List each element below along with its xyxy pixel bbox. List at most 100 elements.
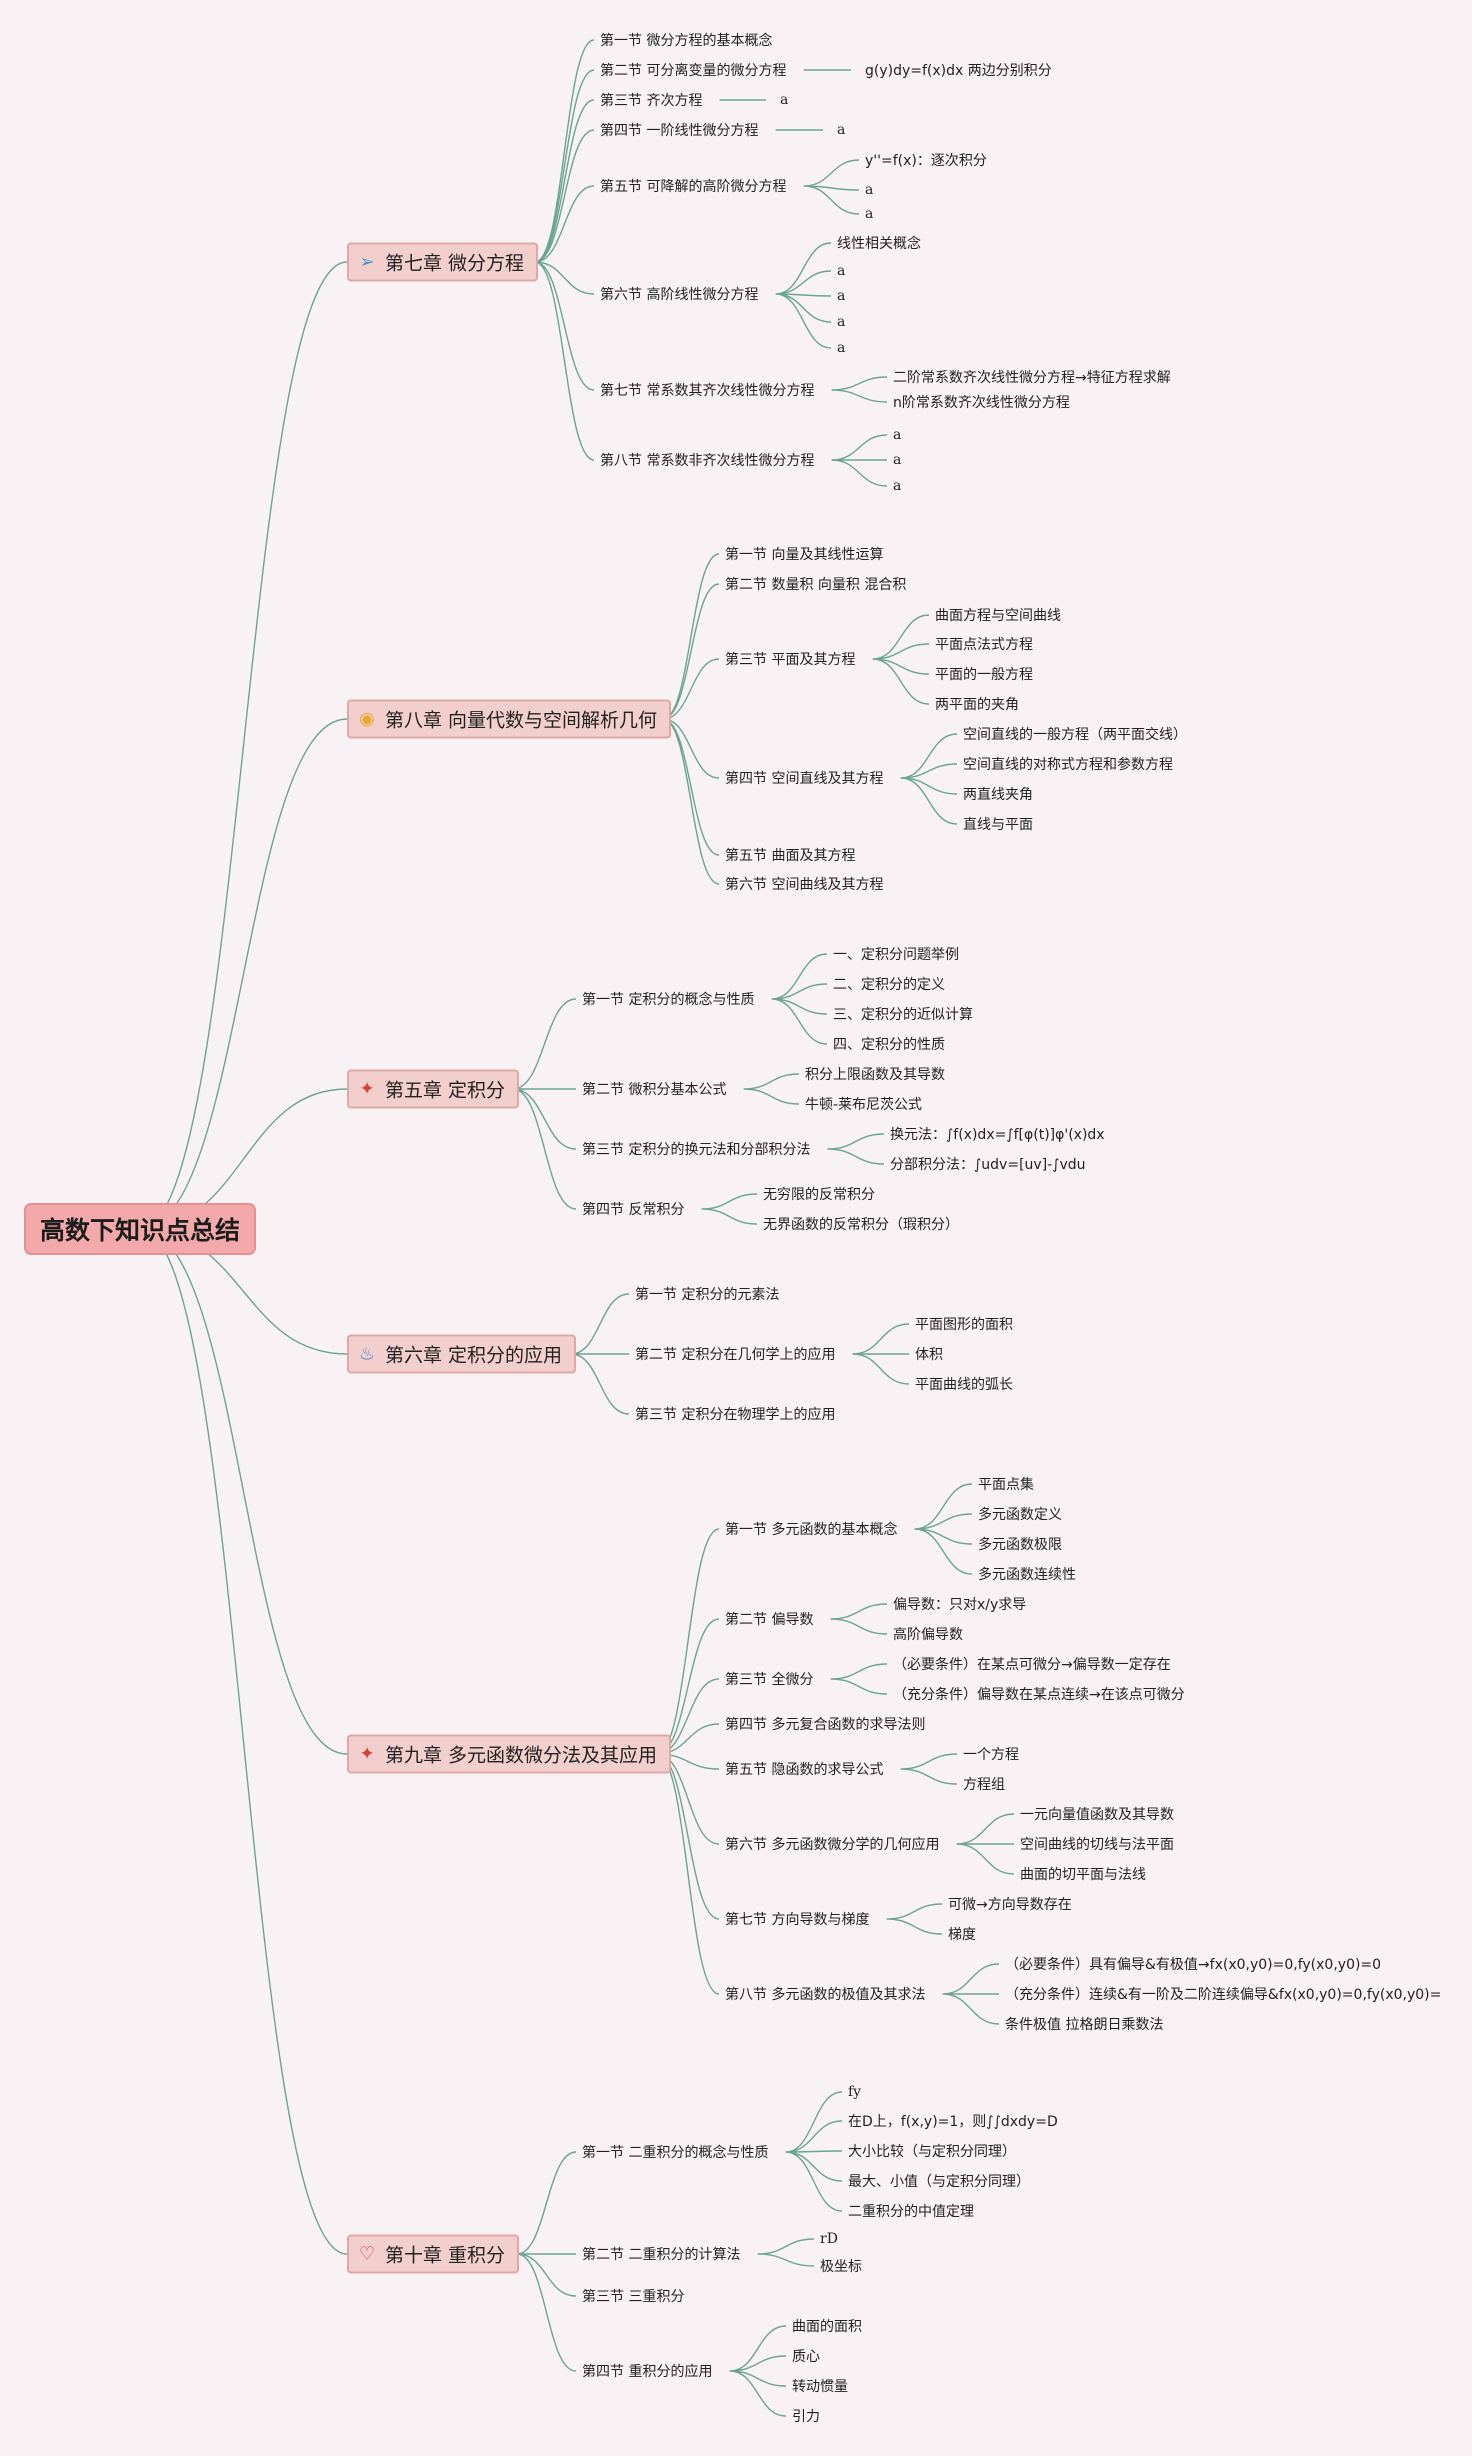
section-node[interactable]: 第五节 曲面及其方程 <box>725 848 856 864</box>
section-node[interactable]: 第二节 定积分在几何学上的应用 <box>635 1347 836 1363</box>
leaf-node[interactable]: 偏导数：只对x/y求导 <box>893 1597 1027 1613</box>
leaf-node[interactable]: a <box>893 478 902 494</box>
section-node[interactable]: 第一节 向量及其线性运算 <box>725 547 884 563</box>
leaf-node[interactable]: a <box>837 122 846 138</box>
section-node[interactable]: 第一节 定积分的元素法 <box>635 1287 780 1303</box>
section-node[interactable]: 第六节 多元函数微分学的几何应用 <box>725 1837 940 1853</box>
leaf-node[interactable]: 高阶偏导数 <box>893 1627 963 1643</box>
section-node[interactable]: 第四节 一阶线性微分方程 <box>600 123 759 139</box>
leaf-node[interactable]: 空间直线的对称式方程和参数方程 <box>963 757 1173 773</box>
chapter-node[interactable]: ♡第十章 重积分 <box>347 2234 520 2274</box>
leaf-node[interactable]: 平面图形的面积 <box>915 1317 1013 1333</box>
leaf-node[interactable]: 大小比较（与定积分同理） <box>848 2144 1016 2160</box>
section-node[interactable]: 第三节 全微分 <box>725 1672 814 1688</box>
chapter-node[interactable]: ✦第九章 多元函数微分法及其应用 <box>347 1734 672 1774</box>
leaf-node[interactable]: （必要条件）具有偏导&有极值→fx(x0,y0)=0,fy(x0,y0)=0 <box>1005 1957 1382 1973</box>
section-node[interactable]: 第四节 空间直线及其方程 <box>725 771 884 787</box>
leaf-node[interactable]: a <box>837 340 846 356</box>
leaf-node[interactable]: 四、定积分的性质 <box>833 1037 945 1053</box>
leaf-node[interactable]: 直线与平面 <box>963 817 1033 833</box>
root-node[interactable]: 高数下知识点总结 <box>24 1203 257 1255</box>
leaf-node[interactable]: 曲面方程与空间曲线 <box>935 608 1061 624</box>
section-node[interactable]: 第二节 可分离变量的微分方程 <box>600 63 787 79</box>
section-node[interactable]: 第五节 隐函数的求导公式 <box>725 1762 884 1778</box>
leaf-node[interactable]: 两平面的夹角 <box>935 697 1019 713</box>
leaf-node[interactable]: （充分条件）偏导数在某点连续→在该点可微分 <box>893 1687 1185 1703</box>
leaf-node[interactable]: 可微→方向导数存在 <box>948 1897 1072 1913</box>
chapter-node[interactable]: ♨第六章 定积分的应用 <box>347 1334 577 1374</box>
leaf-node[interactable]: 质心 <box>792 2349 820 2365</box>
leaf-node[interactable]: 两直线夹角 <box>963 787 1033 803</box>
leaf-node[interactable]: a <box>865 182 874 198</box>
leaf-node[interactable]: 曲面的面积 <box>792 2319 862 2335</box>
leaf-node[interactable]: 空间曲线的切线与法平面 <box>1020 1837 1174 1853</box>
leaf-node[interactable]: 无界函数的反常积分（瑕积分） <box>763 1217 959 1233</box>
section-node[interactable]: 第八节 多元函数的极值及其求法 <box>725 1987 926 2003</box>
leaf-node[interactable]: 条件极值 拉格朗日乘数法 <box>1005 2017 1164 2033</box>
leaf-node[interactable]: fy <box>848 2084 862 2100</box>
section-node[interactable]: 第五节 可降解的高阶微分方程 <box>600 179 787 195</box>
leaf-node[interactable]: y''=f(x)：逐次积分 <box>865 153 987 169</box>
section-node[interactable]: 第三节 定积分在物理学上的应用 <box>635 1407 836 1423</box>
leaf-node[interactable]: 转动惯量 <box>792 2379 848 2395</box>
leaf-node[interactable]: 二阶常系数齐次线性微分方程→特征方程求解 <box>893 370 1171 386</box>
chapter-node[interactable]: ✦第五章 定积分 <box>347 1069 520 1109</box>
chapter-node[interactable]: ◉第八章 向量代数与空间解析几何 <box>347 699 672 739</box>
section-node[interactable]: 第四节 重积分的应用 <box>582 2364 713 2380</box>
leaf-node[interactable]: 平面曲线的弧长 <box>915 1377 1013 1393</box>
leaf-node[interactable]: 一元向量值函数及其导数 <box>1020 1807 1174 1823</box>
leaf-node[interactable]: 积分上限函数及其导数 <box>805 1067 945 1083</box>
leaf-node[interactable]: 换元法：∫f(x)dx=∫f[φ(t)]φ'(x)dx <box>890 1127 1105 1143</box>
section-node[interactable]: 第三节 齐次方程 <box>600 93 703 109</box>
section-node[interactable]: 第七节 常系数其齐次线性微分方程 <box>600 383 815 399</box>
leaf-node[interactable]: 在D上，f(x,y)=1，则∫∫dxdy=D <box>848 2114 1058 2130</box>
leaf-node[interactable]: 曲面的切平面与法线 <box>1020 1867 1146 1883</box>
section-node[interactable]: 第八节 常系数非齐次线性微分方程 <box>600 453 815 469</box>
leaf-node[interactable]: a <box>837 314 846 330</box>
section-node[interactable]: 第一节 微分方程的基本概念 <box>600 33 773 49</box>
leaf-node[interactable]: 一个方程 <box>963 1747 1019 1763</box>
leaf-node[interactable]: a <box>893 427 902 443</box>
section-node[interactable]: 第二节 数量积 向量积 混合积 <box>725 577 907 593</box>
section-node[interactable]: 第七节 方向导数与梯度 <box>725 1912 870 1928</box>
leaf-node[interactable]: 空间直线的一般方程（两平面交线） <box>963 727 1187 743</box>
leaf-node[interactable]: 平面的一般方程 <box>935 667 1033 683</box>
chapter-node[interactable]: ➢第七章 微分方程 <box>347 242 539 282</box>
leaf-node[interactable]: 平面点法式方程 <box>935 637 1033 653</box>
leaf-node[interactable]: 牛顿-莱布尼茨公式 <box>805 1097 923 1113</box>
leaf-node[interactable]: 最大、小值（与定积分同理） <box>848 2174 1030 2190</box>
leaf-node[interactable]: 梯度 <box>948 1927 976 1943</box>
section-node[interactable]: 第六节 高阶线性微分方程 <box>600 287 759 303</box>
leaf-node[interactable]: a <box>865 206 874 222</box>
leaf-node[interactable]: 二重积分的中值定理 <box>848 2204 974 2220</box>
section-node[interactable]: 第一节 多元函数的基本概念 <box>725 1522 898 1538</box>
leaf-node[interactable]: 一、定积分问题举例 <box>833 947 959 963</box>
leaf-node[interactable]: 引力 <box>792 2409 820 2425</box>
leaf-node[interactable]: （充分条件）连续&有一阶及二阶连续偏导&fx(x0,y0)=0,fy(x0,y0… <box>1005 1987 1442 2003</box>
section-node[interactable]: 第一节 二重积分的概念与性质 <box>582 2145 769 2161</box>
leaf-node[interactable]: 平面点集 <box>978 1477 1034 1493</box>
leaf-node[interactable]: g(y)dy=f(x)dx 两边分别积分 <box>865 63 1052 79</box>
section-node[interactable]: 第四节 反常积分 <box>582 1202 685 1218</box>
section-node[interactable]: 第二节 二重积分的计算法 <box>582 2247 741 2263</box>
section-node[interactable]: 第一节 定积分的概念与性质 <box>582 992 755 1008</box>
section-node[interactable]: 第二节 微积分基本公式 <box>582 1082 727 1098</box>
leaf-node[interactable]: n阶常系数齐次线性微分方程 <box>893 395 1070 411</box>
section-node[interactable]: 第三节 平面及其方程 <box>725 652 856 668</box>
section-node[interactable]: 第三节 定积分的换元法和分部积分法 <box>582 1142 811 1158</box>
leaf-node[interactable]: 二、定积分的定义 <box>833 977 945 993</box>
leaf-node[interactable]: 多元函数连续性 <box>978 1567 1076 1583</box>
section-node[interactable]: 第四节 多元复合函数的求导法则 <box>725 1717 926 1733</box>
leaf-node[interactable]: a <box>837 288 846 304</box>
section-node[interactable]: 第六节 空间曲线及其方程 <box>725 877 884 893</box>
leaf-node[interactable]: 线性相关概念 <box>837 236 921 252</box>
leaf-node[interactable]: a <box>780 92 789 108</box>
leaf-node[interactable]: 体积 <box>915 1347 943 1363</box>
leaf-node[interactable]: （必要条件）在某点可微分→偏导数一定存在 <box>893 1657 1171 1673</box>
section-node[interactable]: 第三节 三重积分 <box>582 2289 685 2305</box>
leaf-node[interactable]: 极坐标 <box>820 2259 862 2275</box>
section-node[interactable]: 第二节 偏导数 <box>725 1612 814 1628</box>
leaf-node[interactable]: a <box>837 263 846 279</box>
leaf-node[interactable]: 无穷限的反常积分 <box>763 1187 875 1203</box>
leaf-node[interactable]: 多元函数极限 <box>978 1537 1062 1553</box>
